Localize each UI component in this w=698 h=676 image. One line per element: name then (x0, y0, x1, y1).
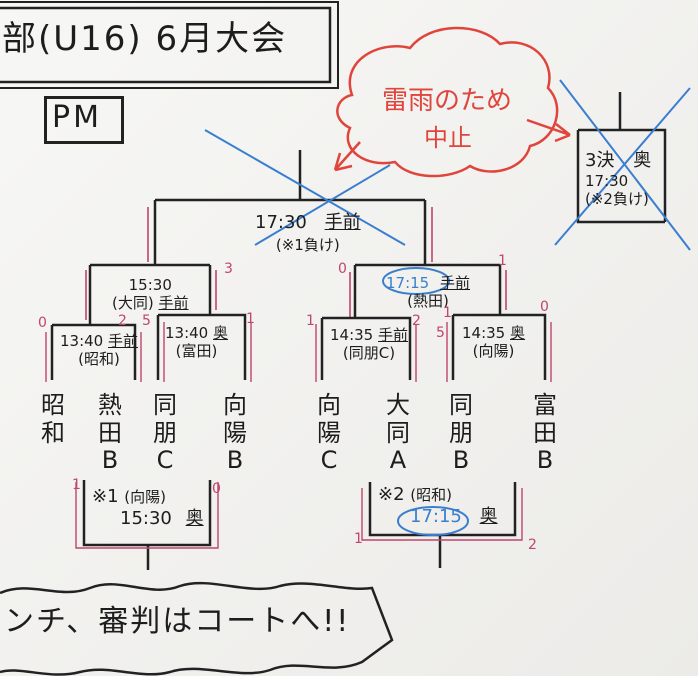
cons2-host: (昭和) (410, 486, 452, 504)
semi-right-host: (熱田) (407, 292, 449, 310)
r1-match-1: 13:40 手前 (昭和) (60, 332, 138, 368)
third-label: 3決 (585, 150, 615, 171)
session-label: PM (52, 100, 102, 135)
team-3: 同朋C (153, 391, 177, 475)
cloud-shape (336, 26, 559, 178)
cons1-court: 奥 (185, 507, 204, 529)
cons2-time: 17:15 (410, 505, 462, 527)
semi-left: 15:30 (大同) 手前 (112, 276, 189, 312)
third-note: (※2負け) (585, 189, 649, 208)
team-1: 昭和 (41, 391, 65, 447)
third-place-match: 3決 奥 17:30 (※2負け) (585, 150, 651, 208)
r1-2-time: 13:40 (165, 324, 209, 342)
score-mark: 2 (528, 537, 537, 553)
semi-left-host: (大同) (112, 294, 154, 312)
score-mark: 2 (412, 313, 421, 329)
score-mark: 1 (72, 477, 81, 493)
cons1-host: (向陽) (124, 488, 166, 506)
score-mark: 1 (246, 311, 255, 327)
score-mark: 1 (498, 253, 507, 269)
r1-2-court: 奥 (213, 324, 229, 342)
semi-right-time: 17:15 (386, 274, 430, 292)
r1-4-court: 奥 (510, 324, 526, 342)
team-7: 同朋B (449, 391, 473, 475)
final-time: 17:30 (255, 212, 307, 233)
notice-line2: 中止 (424, 124, 472, 152)
score-mark: 0 (212, 481, 221, 497)
score-mark: 2 (118, 313, 127, 329)
score-mark: 5 (142, 313, 151, 329)
semi-right-court: 手前 (440, 274, 471, 292)
consolation-2: ※2 (昭和) 17:15 奥 (378, 484, 498, 527)
score-mark: 0 (38, 315, 47, 331)
semi-right: 17:15 手前 (熱田) (386, 274, 470, 310)
semi-left-court: 手前 (158, 294, 189, 312)
semi-left-time: 15:30 (128, 276, 172, 294)
score-mark: 3 (224, 261, 233, 277)
final-match: 17:30 手前 (※1負け) (255, 212, 361, 255)
cons1-time: 15:30 (120, 507, 172, 529)
score-mark: 0 (338, 261, 347, 277)
final-note: (※1負け) (275, 235, 340, 254)
score-mark: 5 (436, 325, 445, 341)
r1-1-time: 13:40 (60, 332, 104, 350)
time-oval-consolation (397, 506, 469, 536)
score-mark: 0 (540, 299, 549, 315)
r1-match-3: 14:35 手前 (同朋C) (330, 326, 408, 362)
r1-3-time: 14:35 (330, 326, 374, 344)
notice-line1: 雷雨のため (382, 86, 513, 116)
r1-3-host: (同朋C) (342, 344, 396, 362)
r1-1-court: 手前 (108, 332, 139, 350)
r1-4-host: (向陽) (472, 342, 515, 360)
arrow-right (526, 118, 571, 143)
score-mark: 1 (354, 531, 363, 547)
team-6: 大同A (386, 391, 410, 475)
third-time: 17:30 (585, 171, 629, 190)
r1-match-2: 13:40 奥 (富田) (165, 324, 228, 360)
r1-2-host: (富田) (175, 342, 218, 360)
score-mark: 1 (306, 313, 315, 329)
r1-match-4: 14:35 奥 (向陽) (462, 324, 525, 360)
cons2-label: ※2 (378, 484, 405, 505)
time-oval-semi (382, 267, 450, 295)
r1-3-court: 手前 (378, 326, 409, 344)
board-title: 部(U16) 6月大会 (2, 19, 288, 59)
team-8: 富田B (533, 391, 557, 475)
final-ref: 手前 (324, 212, 361, 233)
third-court: 奥 (633, 150, 652, 171)
r1-4-time: 14:35 (462, 324, 506, 342)
footer-banner: ンチ、審判はコートへ!! (4, 604, 351, 639)
arrow-left (333, 141, 361, 172)
consolation-1: ※1 (向陽) 15:30 奥 (92, 486, 204, 529)
r1-1-host: (昭和) (78, 350, 120, 368)
team-4: 向陽B (223, 391, 247, 475)
team-2: 熱田B (98, 391, 122, 475)
cons2-court: 奥 (479, 505, 498, 527)
team-5: 向陽C (317, 391, 341, 475)
session-box (44, 96, 124, 144)
cons1-label: ※1 (92, 486, 119, 507)
score-mark: 1 (443, 305, 452, 321)
